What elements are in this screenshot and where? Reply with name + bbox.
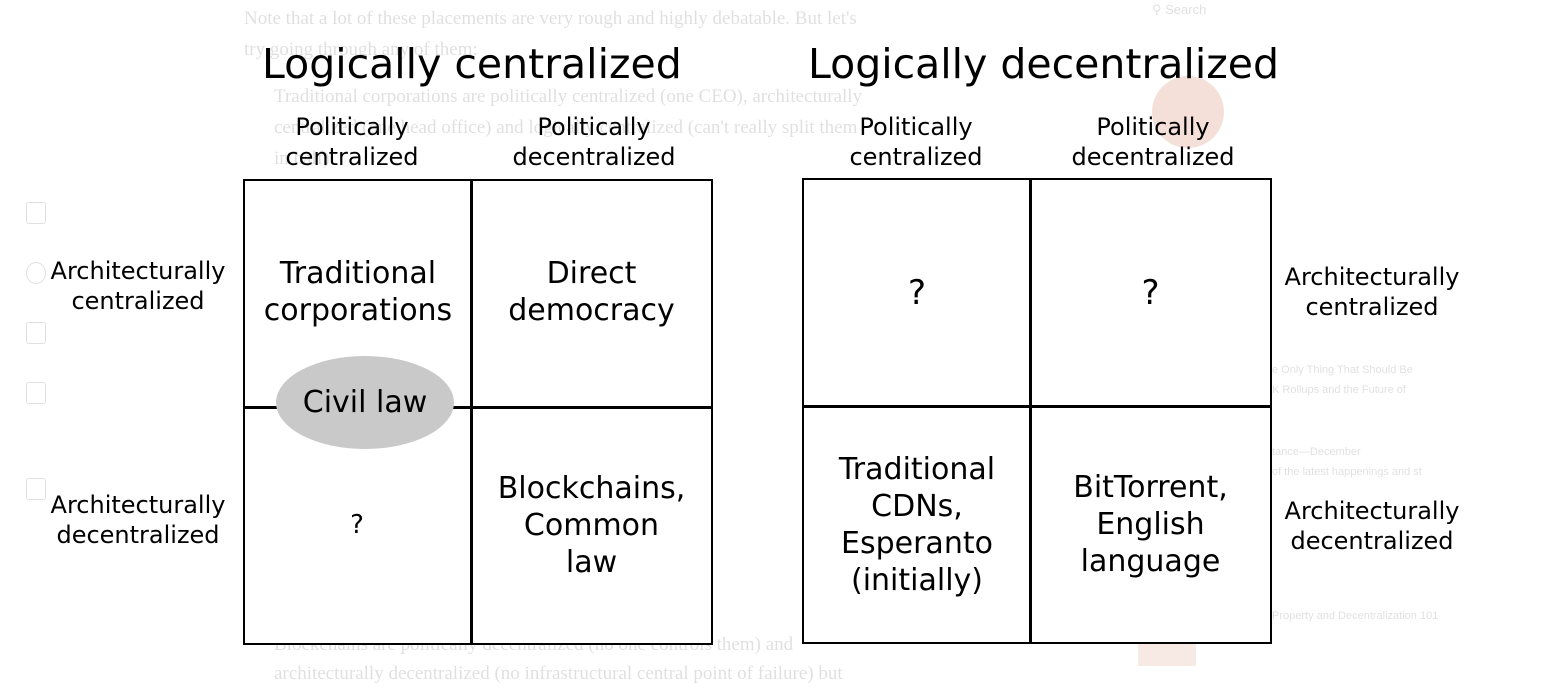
sidebar-item[interactable]: Property and Decentralization 101 <box>1272 610 1439 622</box>
cell-text: ? <box>907 272 927 313</box>
article-line: Traditional corporations are politically… <box>274 86 863 107</box>
bookmark-icon[interactable] <box>26 322 46 344</box>
search-icon[interactable] <box>26 262 46 284</box>
article-line: try going through any of them: <box>244 39 478 60</box>
edit-icon[interactable] <box>26 478 46 500</box>
avatar <box>1152 76 1224 148</box>
left-row-header-arch-centralized: Architecturally centralized <box>38 256 238 316</box>
right-cell-top-left: ? <box>805 181 1029 405</box>
left-col-header-political-decentralized: Politically decentralized <box>480 112 708 172</box>
cell-text: Blockchains, Common law <box>497 471 686 580</box>
row-header-text: Architecturally centralized <box>1284 263 1460 321</box>
cell-text: Traditional corporations <box>263 256 453 328</box>
civil-law-overlay: Civil law <box>276 356 454 449</box>
col-header-text: Politically centralized <box>285 113 419 171</box>
right-cell-bottom-left: Traditional CDNs, Esperanto (initially) <box>805 408 1029 641</box>
overlay-text: Civil law <box>302 385 428 420</box>
sidebar-item[interactable]: of the latest happenings and st <box>1272 466 1422 478</box>
row-header-text: Architecturally decentralized <box>50 491 226 549</box>
right-grid-divider-vertical <box>1029 178 1032 644</box>
right-row-header-arch-centralized: Architecturally centralized <box>1272 262 1472 322</box>
right-diagram-title: Logically decentralized <box>808 40 1279 88</box>
sidebar-item[interactable]: K Rollups and the Future of <box>1272 384 1406 396</box>
cell-text: Direct democracy <box>508 256 675 328</box>
col-header-text: Politically centralized <box>849 113 983 171</box>
left-diagram-title: Logically centralized <box>262 40 682 88</box>
left-cell-bottom-right: Blockchains, Common law <box>473 409 710 642</box>
left-cell-top-left: Traditional corporations <box>246 182 470 406</box>
cell-text: Traditional CDNs, Esperanto (initially) <box>838 451 996 598</box>
left-grid-divider-vertical <box>470 179 473 645</box>
sidebar-item[interactable]: e Only Thing That Should Be <box>1272 364 1413 376</box>
article-line: Note that a lot of these placements are … <box>244 8 857 29</box>
col-header-text: Politically decentralized <box>1071 113 1235 171</box>
right-grid-divider-horizontal <box>802 405 1272 408</box>
left-cell-bottom-left: ? <box>246 409 470 642</box>
sidebar-item[interactable]: tance—December <box>1272 446 1361 458</box>
right-row-header-arch-decentralized: Architecturally decentralized <box>1272 496 1472 556</box>
right-cell-top-right: ? <box>1032 181 1269 405</box>
col-header-text: Politically decentralized <box>512 113 676 171</box>
article-line: architecturally decentralized (no infras… <box>274 663 843 684</box>
article-bullet: Traditional corporations are politically… <box>244 81 944 174</box>
thumbnail <box>1138 640 1196 666</box>
article-line: in half). <box>274 148 335 169</box>
left-cell-top-right: Direct democracy <box>473 182 710 406</box>
left-row-header-arch-decentralized: Architecturally decentralized <box>38 490 238 550</box>
row-header-text: Architecturally centralized <box>50 257 226 315</box>
right-grid <box>802 178 1272 644</box>
row-header-text: Architecturally decentralized <box>1284 497 1460 555</box>
cell-text: BitTorrent, English language <box>1073 470 1228 579</box>
cell-text: ? <box>1141 272 1160 313</box>
search-input[interactable]: ⚲ Search <box>1152 2 1207 17</box>
home-icon[interactable] <box>26 202 46 224</box>
right-cell-bottom-right: BitTorrent, English language <box>1032 408 1269 641</box>
search-placeholder: Search <box>1165 2 1207 17</box>
right-col-header-political-centralized: Politically centralized <box>802 112 1030 172</box>
document-icon[interactable] <box>26 382 46 404</box>
article-text: Note that a lot of these placements are … <box>244 3 944 174</box>
left-col-header-political-centralized: Politically centralized <box>238 112 466 172</box>
article-line: centralized (one head office) and logica… <box>274 117 858 138</box>
right-col-header-political-decentralized: Politically decentralized <box>1039 112 1267 172</box>
cell-text: ? <box>350 510 364 540</box>
left-grid-divider-horizontal <box>243 406 713 409</box>
